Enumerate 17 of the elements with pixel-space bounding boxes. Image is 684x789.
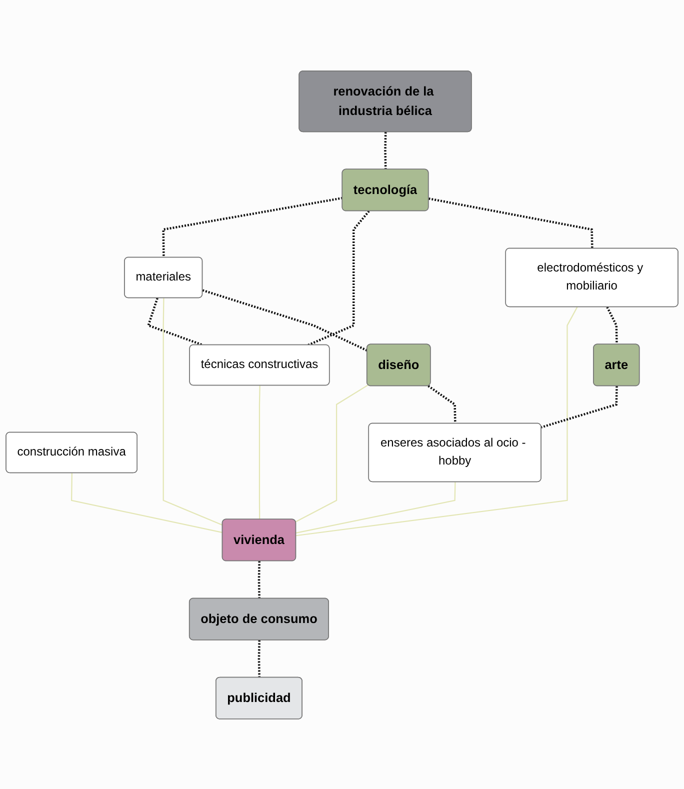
connector	[428, 197, 594, 248]
connector	[162, 196, 343, 258]
connector	[146, 297, 204, 346]
connector	[296, 384, 368, 522]
connector	[606, 306, 618, 344]
connector	[258, 385, 260, 520]
connector	[296, 306, 578, 536]
connector	[202, 288, 368, 352]
connector	[296, 482, 456, 534]
connector	[258, 640, 260, 678]
connector	[308, 210, 370, 346]
connector	[428, 384, 456, 424]
connector	[162, 298, 223, 526]
connector	[384, 132, 387, 170]
connector	[70, 472, 223, 533]
connector	[258, 560, 260, 598]
connector	[541, 386, 618, 428]
